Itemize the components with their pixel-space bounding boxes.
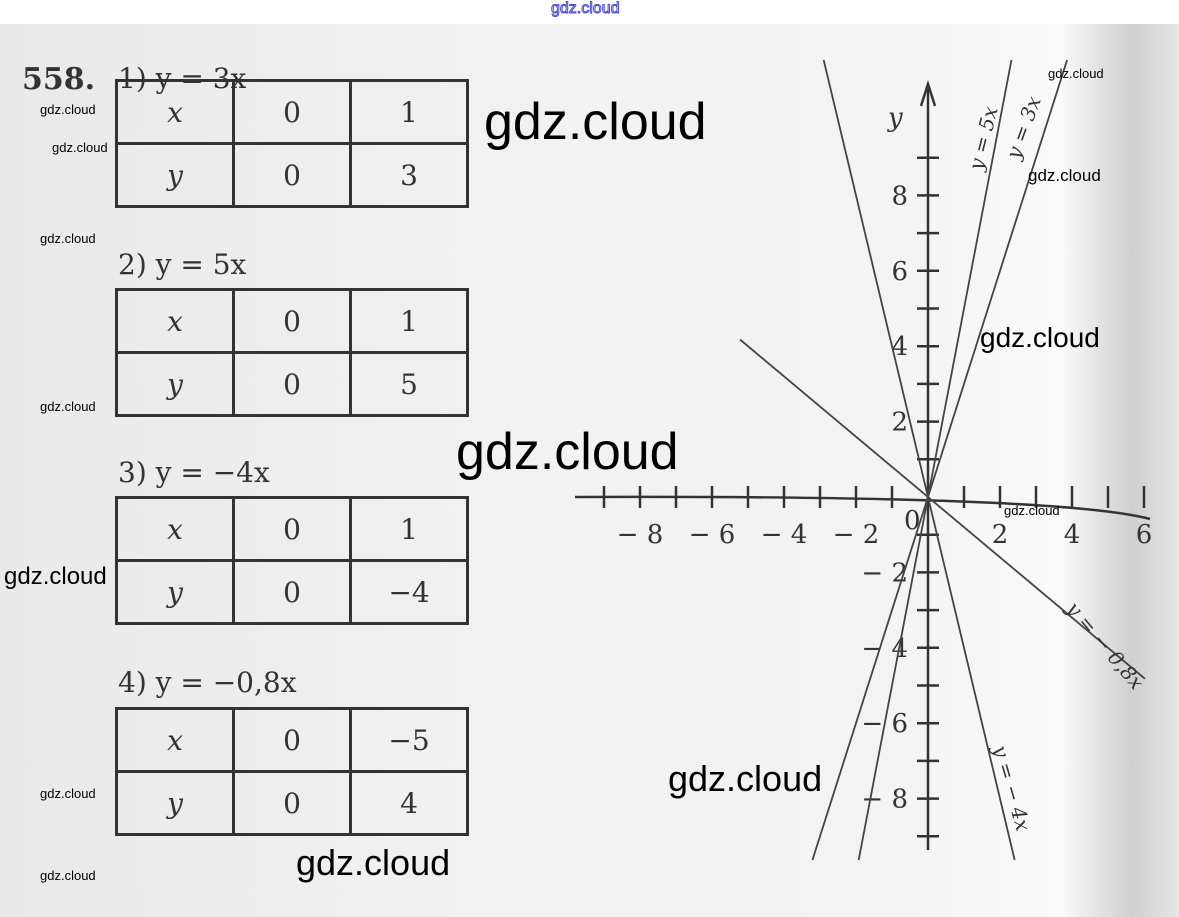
y-tick-label: 2 [891, 408, 908, 438]
table-cell: 5 [349, 351, 469, 417]
x-tick-label: − 2 [833, 520, 880, 550]
x-tick-label: − 6 [689, 520, 736, 550]
part-2-heading: 2) y = 5x [118, 248, 247, 281]
table-cell: −5 [349, 707, 469, 773]
function-line-2 [811, 59, 1068, 861]
function-line-1 [857, 59, 1013, 861]
table-cell: 0 [232, 559, 352, 625]
watermark: gdz.cloud [40, 786, 96, 801]
table-cell: 0 [232, 142, 352, 208]
table-cell: 1 [349, 288, 469, 354]
function-line-4 [739, 338, 1146, 680]
watermark: gdz.cloud [4, 563, 107, 590]
y-tick-label: 8 [891, 181, 908, 211]
x-tick-label: − 8 [617, 520, 664, 550]
x-header: x [115, 79, 235, 145]
exercise-number: 558. [22, 62, 96, 97]
x-tick-label: − 4 [761, 520, 808, 550]
table-cell: 0 [232, 351, 352, 417]
watermark-top: gdz.cloud [551, 0, 620, 18]
watermark: gdz.cloud [980, 322, 1100, 353]
watermark: gdz.cloud [40, 399, 96, 414]
x-tick-label: 6 [1136, 520, 1153, 550]
y-axis-label: y [887, 103, 903, 133]
watermark: gdz.cloud [40, 868, 96, 883]
y-tick-label: 4 [891, 332, 908, 362]
table-cell: 1 [349, 496, 469, 562]
watermark: gdz.cloud [40, 102, 96, 117]
function-label: y = − 0,8x [1061, 596, 1149, 694]
watermark: gdz.cloud [1028, 166, 1101, 185]
x-header: x [115, 288, 235, 354]
function-label: y = 3x [1001, 93, 1046, 163]
x-tick-label: 2 [992, 520, 1009, 550]
table-cell: 1 [349, 79, 469, 145]
watermark: gdz.cloud [52, 140, 108, 155]
origin-label: 0 [904, 506, 921, 536]
watermark: gdz.cloud [1048, 66, 1104, 81]
table-cell: 0 [232, 496, 352, 562]
watermark: gdz.cloud [484, 93, 707, 151]
y-header: y [115, 142, 235, 208]
y-header: y [115, 351, 235, 417]
table-cell: 0 [232, 79, 352, 145]
table-cell: 0 [232, 770, 352, 836]
table-cell: −4 [349, 559, 469, 625]
function-label: y = − 4x [988, 742, 1036, 834]
y-axis-arrow-icon [919, 79, 937, 107]
x-header: x [115, 496, 235, 562]
y-header: y [115, 559, 235, 625]
table-cell: 0 [232, 288, 352, 354]
x-header: x [115, 707, 235, 773]
table-cell: 0 [232, 707, 352, 773]
part-4-heading: 4) y = −0,8x [118, 666, 297, 699]
y-header: y [115, 770, 235, 836]
table-cell: 3 [349, 142, 469, 208]
watermark: gdz.cloud [1004, 503, 1060, 518]
watermark: gdz.cloud [668, 758, 823, 799]
watermark: gdz.cloud [456, 423, 679, 481]
function-line-3 [822, 59, 1016, 861]
x-axis [574, 495, 1151, 521]
table-cell: 4 [349, 770, 469, 836]
part-3-heading: 3) y = −4x [118, 456, 270, 489]
watermark: gdz.cloud [296, 842, 451, 883]
x-tick-label: 4 [1064, 520, 1081, 550]
watermark: gdz.cloud [40, 231, 96, 246]
y-tick-label: 6 [891, 257, 908, 287]
